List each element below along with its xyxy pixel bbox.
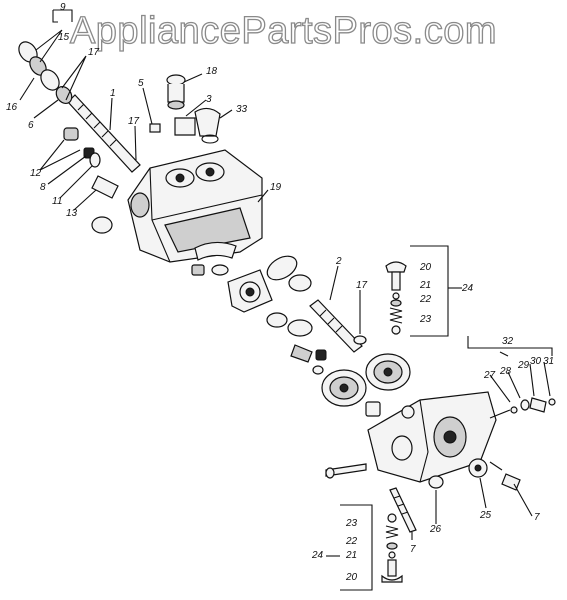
callout-16: 16 bbox=[6, 102, 18, 113]
part-8-rod bbox=[389, 487, 417, 533]
leader-lines bbox=[19, 9, 553, 591]
lower-housing bbox=[367, 391, 497, 483]
drum-assemblies bbox=[321, 353, 411, 417]
callouts: 9 15 17 16 6 1 5 18 3 33 17 12 8 11 13 1… bbox=[6, 2, 554, 583]
input-shaft bbox=[67, 94, 141, 173]
callout-19: 19 bbox=[270, 182, 282, 193]
callout-23-lower: 23 bbox=[345, 518, 358, 529]
callout-29: 29 bbox=[517, 360, 530, 371]
callout-20-upper: 20 bbox=[419, 262, 432, 273]
callout-17-top: 17 bbox=[88, 47, 100, 58]
callout-24-lower: 24 bbox=[311, 550, 324, 561]
callout-1: 1 bbox=[110, 88, 116, 99]
top-center-parts bbox=[149, 74, 221, 144]
callout-28: 28 bbox=[499, 366, 512, 377]
callout-17-housing: 17 bbox=[128, 116, 140, 127]
callout-10: 8 bbox=[40, 182, 46, 193]
callout-30: 30 bbox=[530, 356, 542, 367]
top-seals bbox=[18, 41, 73, 104]
lower-valve-stack bbox=[381, 513, 403, 583]
callout-24-upper: 24 bbox=[461, 283, 474, 294]
callout-33: 33 bbox=[236, 104, 248, 115]
callout-17-mid: 17 bbox=[356, 280, 368, 291]
callout-8: 7 bbox=[410, 544, 416, 555]
callout-32: 32 bbox=[502, 336, 514, 347]
callout-15: 15 bbox=[58, 32, 70, 43]
left-screw bbox=[325, 463, 367, 479]
upper-valve-stack bbox=[385, 261, 407, 335]
callout-22-lower: 22 bbox=[345, 536, 358, 547]
callout-23-upper: 23 bbox=[419, 314, 432, 325]
callout-31: 31 bbox=[543, 356, 554, 367]
callout-25: 25 bbox=[479, 510, 492, 521]
callout-6: 6 bbox=[28, 120, 34, 131]
callout-21-upper: 21 bbox=[419, 280, 431, 291]
callout-12: 13 bbox=[66, 208, 78, 219]
upper-housing bbox=[127, 149, 263, 263]
callout-3: 3 bbox=[206, 94, 212, 105]
callout-27: 27 bbox=[483, 370, 496, 381]
callout-18: 18 bbox=[206, 66, 218, 77]
middle-gear-assembly bbox=[191, 241, 313, 337]
callout-13: 9 bbox=[60, 2, 66, 13]
callout-21-lower: 21 bbox=[345, 550, 357, 561]
left-small-parts bbox=[63, 127, 119, 234]
shaft-2 bbox=[290, 299, 367, 375]
callout-2: 2 bbox=[335, 256, 342, 267]
callout-7: 7 bbox=[534, 512, 540, 523]
callout-11: 11 bbox=[52, 196, 62, 207]
right-spool-parts bbox=[489, 397, 556, 419]
callout-5: 5 bbox=[138, 78, 144, 89]
callout-22-upper: 22 bbox=[419, 294, 432, 305]
callout-20-lower: 20 bbox=[345, 572, 358, 583]
callout-26: 26 bbox=[429, 524, 442, 535]
callout-9: 12 bbox=[30, 168, 42, 179]
